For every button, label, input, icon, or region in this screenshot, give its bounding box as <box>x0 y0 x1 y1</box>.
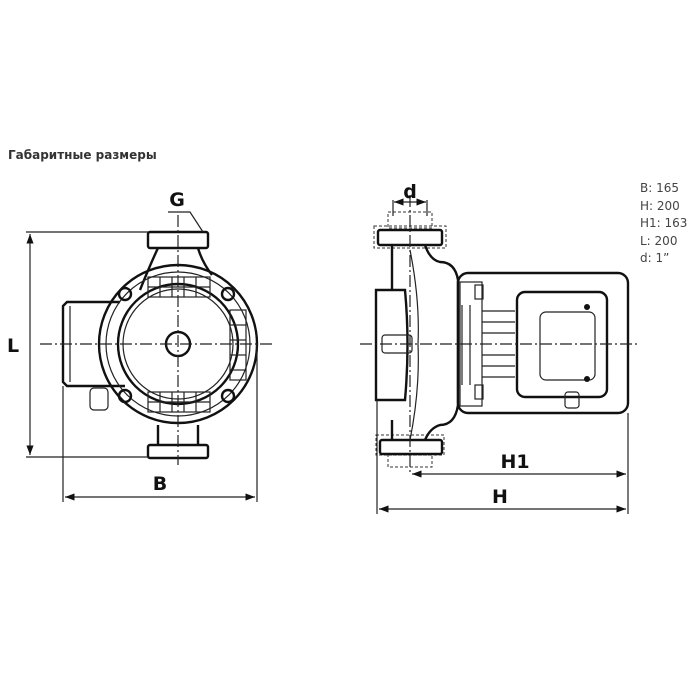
spec-d: d: 1” <box>640 251 670 265</box>
section-title: Габаритные размеры <box>8 148 157 162</box>
label-b: B <box>153 473 167 495</box>
spec-h1: H1: 163 <box>640 216 688 230</box>
label-h1: H1 <box>500 451 529 473</box>
label-h: H <box>492 486 508 508</box>
label-d: d <box>403 181 417 203</box>
spec-h: H: 200 <box>640 198 680 213</box>
motor-body <box>456 271 630 415</box>
side-view: d H1 H <box>360 181 640 514</box>
label-l: L <box>7 335 19 357</box>
front-view: G L B <box>7 189 275 502</box>
label-g: G <box>169 189 185 211</box>
spec-b: B: 165 <box>640 181 679 195</box>
dimension-specs: B: 165 H: 200 H1: 163 L: 200 d: 1” <box>640 180 687 268</box>
spec-l: L: 200 <box>640 233 678 248</box>
side-bottom-flange <box>378 438 444 456</box>
cable-gland <box>89 387 109 411</box>
